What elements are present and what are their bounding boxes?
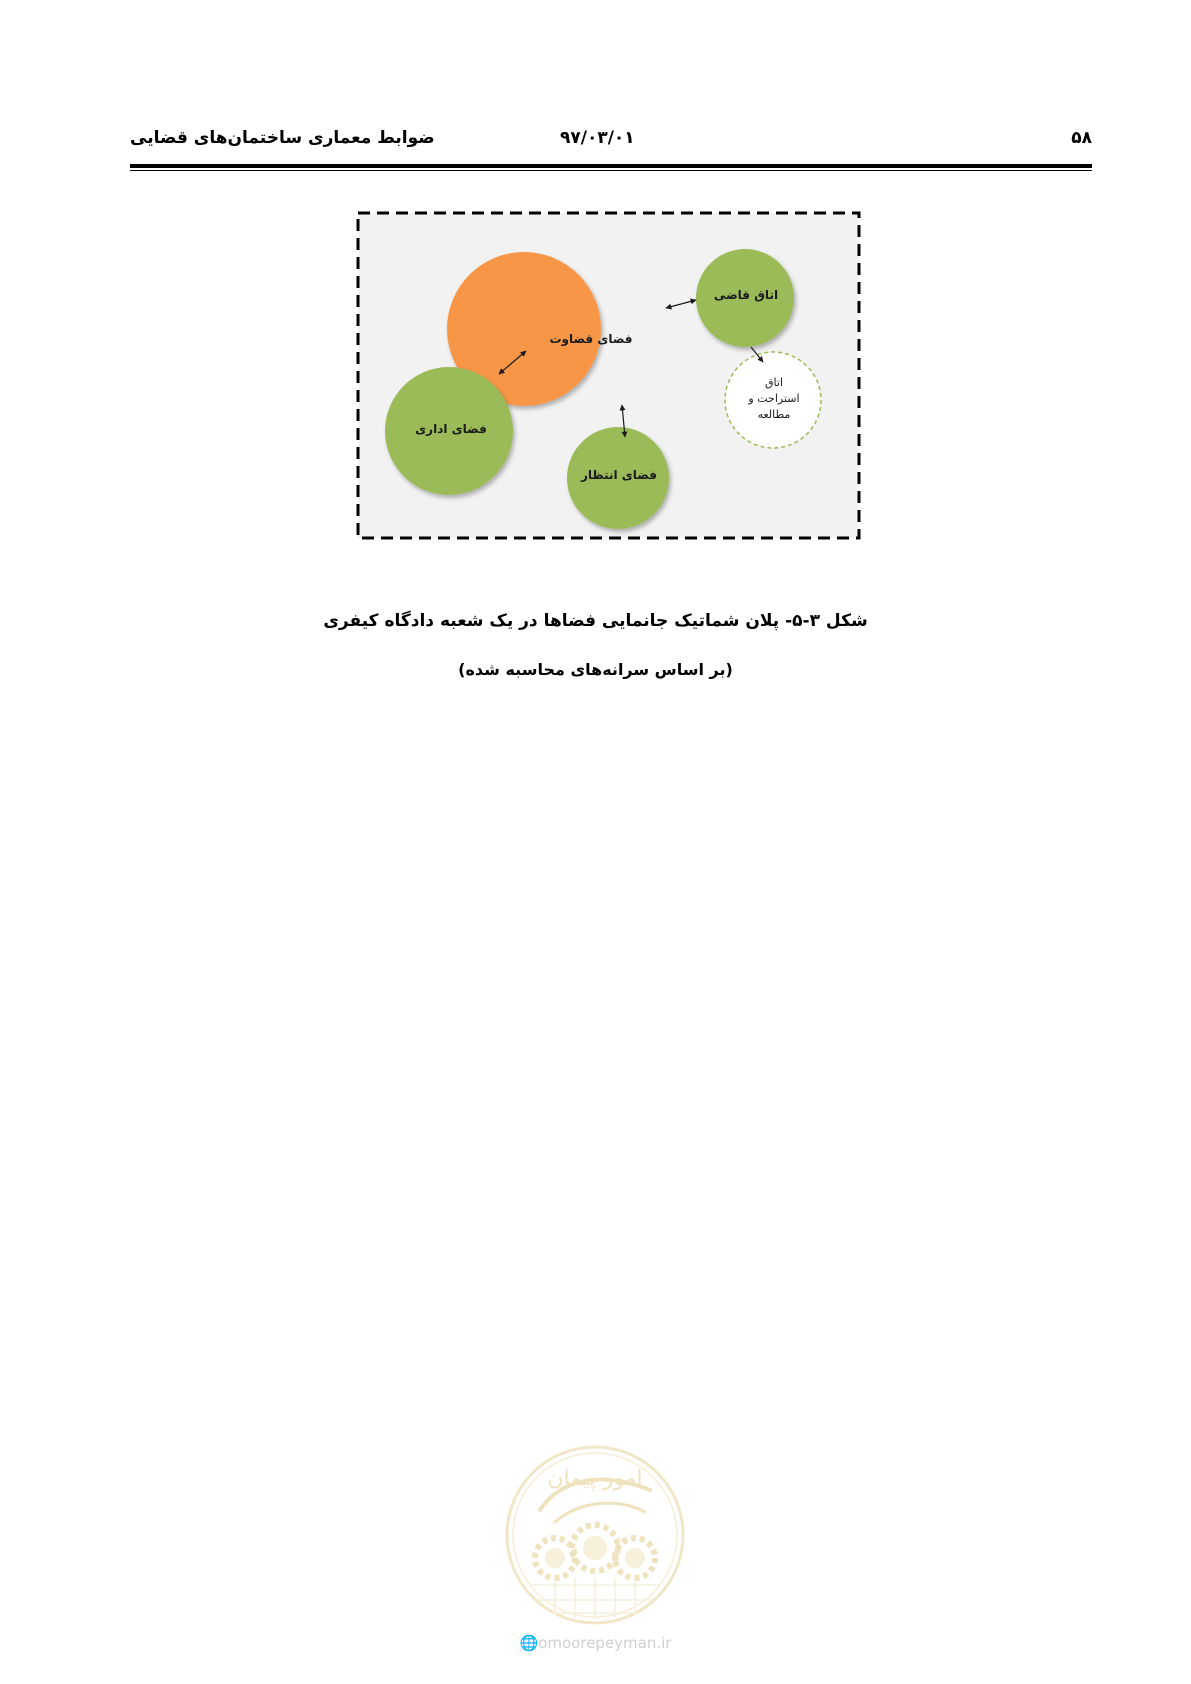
- figure-caption-subtitle: (بر اساس سرانه‌های محاسبه شده): [458, 660, 733, 679]
- rest-study-line-2: استراحت و: [748, 392, 800, 405]
- page-number: ۵۸: [1071, 128, 1092, 148]
- arrow-judge-rest: [750, 346, 764, 363]
- header-rule-thin: [130, 170, 1092, 171]
- bubble-diagram-svg: [356, 211, 861, 540]
- rest-study-line-1: اتاق: [764, 376, 784, 389]
- header-rule-thick: [130, 164, 1092, 168]
- admin-space-label: فضای اداری: [415, 422, 487, 436]
- judge-room-bubble: [696, 249, 794, 347]
- rest-study-line-3: مطالعه: [757, 408, 791, 421]
- document-title: ضوابط معماری ساختمان‌های قضایی: [130, 128, 435, 148]
- watermark-url-text: omoorepeyman.ir: [538, 1634, 672, 1652]
- globe-icon: 🌐: [519, 1634, 539, 1652]
- admin-space-bubble: [385, 367, 513, 495]
- judgment-space-label: فضای قضاوت: [549, 332, 633, 346]
- judge-room-label: اتاق قاضی: [713, 288, 779, 302]
- watermark-logo: امور پیمان: [500, 1440, 690, 1630]
- watermark-url: 🌐omoorepeyman.ir: [0, 1634, 1191, 1652]
- rest-study-bubble: [724, 351, 822, 449]
- arrow-judgment-judge: [665, 298, 697, 310]
- page-header: ۵۸ ۹۷/۰۳/۰۱ ضوابط معماری ساختمان‌های قضا…: [130, 128, 1092, 156]
- rest-study-label: اتاق استراحت و مطالعه: [748, 375, 799, 423]
- waiting-space-label: فضای انتظار: [581, 468, 657, 482]
- arrow-judgment-waiting: [619, 404, 628, 438]
- waiting-space-bubble: [567, 427, 669, 529]
- figure-caption: شکل ۳-۵- پلان شماتیک جانمایی فضاها در یک…: [323, 611, 868, 631]
- bubble-diagram: فضای قضاوت اتاق قاضی فضای اداری فضای انت…: [356, 211, 861, 540]
- arrow-judgment-admin: [498, 350, 527, 375]
- judgment-space-bubble: [447, 252, 601, 406]
- watermark-logo-svg: امور پیمان: [505, 1445, 685, 1625]
- header-date: ۹۷/۰۳/۰۱: [560, 128, 635, 148]
- watermark-logo-text: امور پیمان: [547, 1466, 642, 1491]
